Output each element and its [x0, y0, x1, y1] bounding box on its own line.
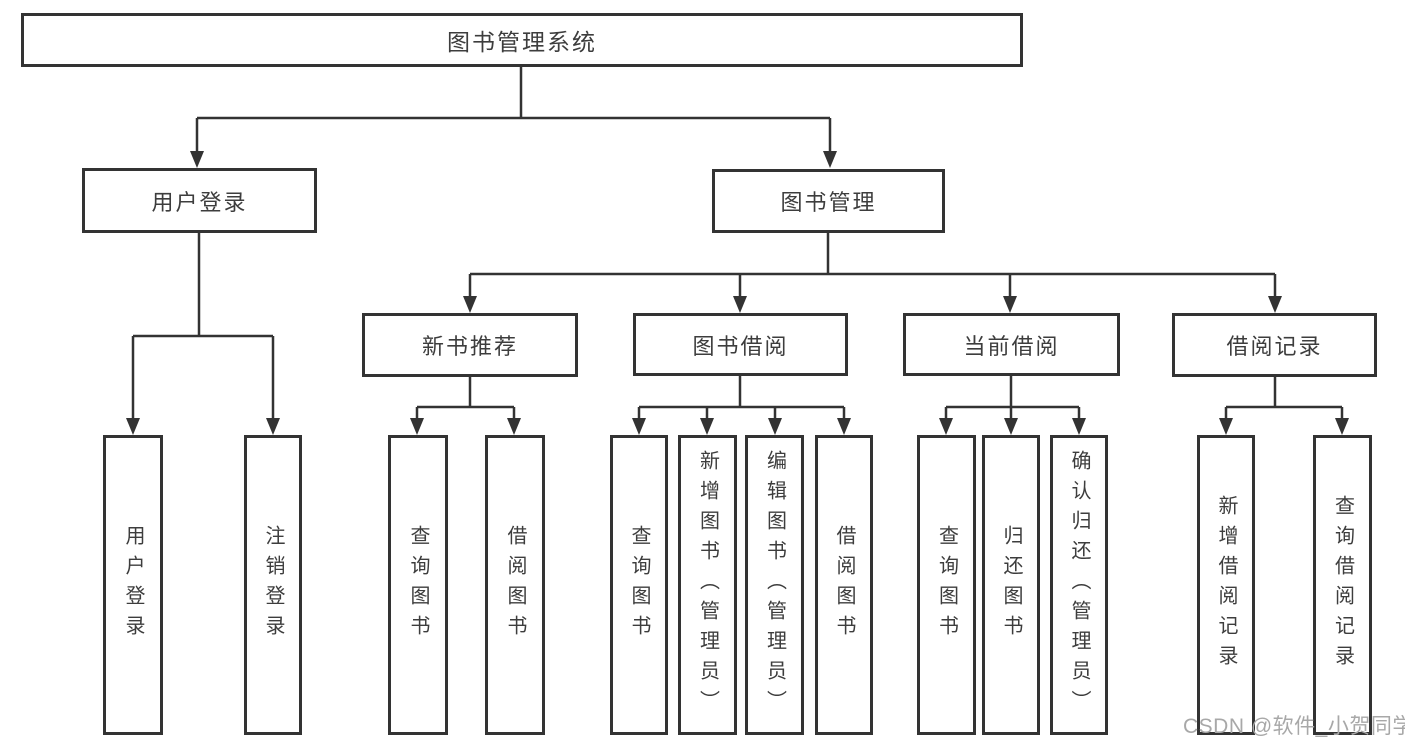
leaf-current-confirm-return-admin: 确认归还（管理员） — [1050, 435, 1108, 735]
leaf-logout: 注销登录 — [244, 435, 302, 735]
connector-lines — [131, 67, 1344, 421]
node-new-book-recommendation: 新书推荐 — [362, 313, 578, 377]
leaf-current-return-books: 归还图书 — [982, 435, 1040, 735]
leaf-label: 借阅图书 — [504, 525, 526, 645]
leaf-label: 查询图书 — [407, 525, 429, 645]
node-library-management-system: 图书管理系统 — [21, 13, 1023, 67]
leaf-label: 注销登录 — [262, 525, 284, 645]
node-borrowing-records: 借阅记录 — [1172, 313, 1377, 377]
node-label: 图书管理 — [780, 190, 877, 215]
leaf-borrow-edit-book-admin: 编辑图书（管理员） — [745, 435, 804, 735]
leaf-label: 查询图书 — [935, 525, 958, 645]
leaf-borrow-add-book-admin: 新增图书（管理员） — [678, 435, 737, 735]
node-current-borrowing: 当前借阅 — [903, 313, 1120, 376]
leaf-label: 用户登录 — [122, 525, 144, 645]
csdn-watermark: CSDN @软件_小贺同学 — [1183, 715, 1405, 738]
leaf-recommend-borrow-books: 借阅图书 — [485, 435, 545, 735]
leaf-label: 新增借阅记录 — [1215, 495, 1237, 675]
leaf-borrow-query-books: 查询图书 — [610, 435, 668, 735]
node-user-login: 用户登录 — [82, 168, 317, 233]
node-book-borrowing: 图书借阅 — [633, 313, 848, 376]
node-label: 图书借阅 — [692, 333, 789, 359]
leaf-current-query-books: 查询图书 — [917, 435, 976, 735]
node-label: 借阅记录 — [1226, 334, 1323, 359]
node-label: 用户登录 — [151, 189, 248, 215]
leaf-recommend-query-books: 查询图书 — [388, 435, 448, 735]
leaf-label: 查询图书 — [628, 525, 650, 645]
node-label: 新书推荐 — [421, 334, 518, 359]
leaf-records-query-record: 查询借阅记录 — [1313, 435, 1372, 735]
leaf-label: 编辑图书（管理员） — [763, 450, 786, 720]
node-label: 图书管理系统 — [447, 29, 597, 55]
leaf-user-login: 用户登录 — [103, 435, 163, 735]
node-book-management: 图书管理 — [712, 169, 945, 233]
leaf-label: 新增图书（管理员） — [696, 450, 719, 720]
leaf-label: 确认归还（管理员） — [1068, 450, 1090, 720]
leaf-label: 查询借阅记录 — [1331, 495, 1354, 675]
leaf-borrow-borrow-books: 借阅图书 — [815, 435, 873, 735]
leaf-label: 归还图书 — [1000, 525, 1022, 645]
connector-arrowheads — [126, 151, 1349, 435]
leaf-records-add-record: 新增借阅记录 — [1197, 435, 1255, 735]
leaf-label: 借阅图书 — [833, 525, 855, 645]
node-label: 当前借阅 — [963, 333, 1060, 359]
